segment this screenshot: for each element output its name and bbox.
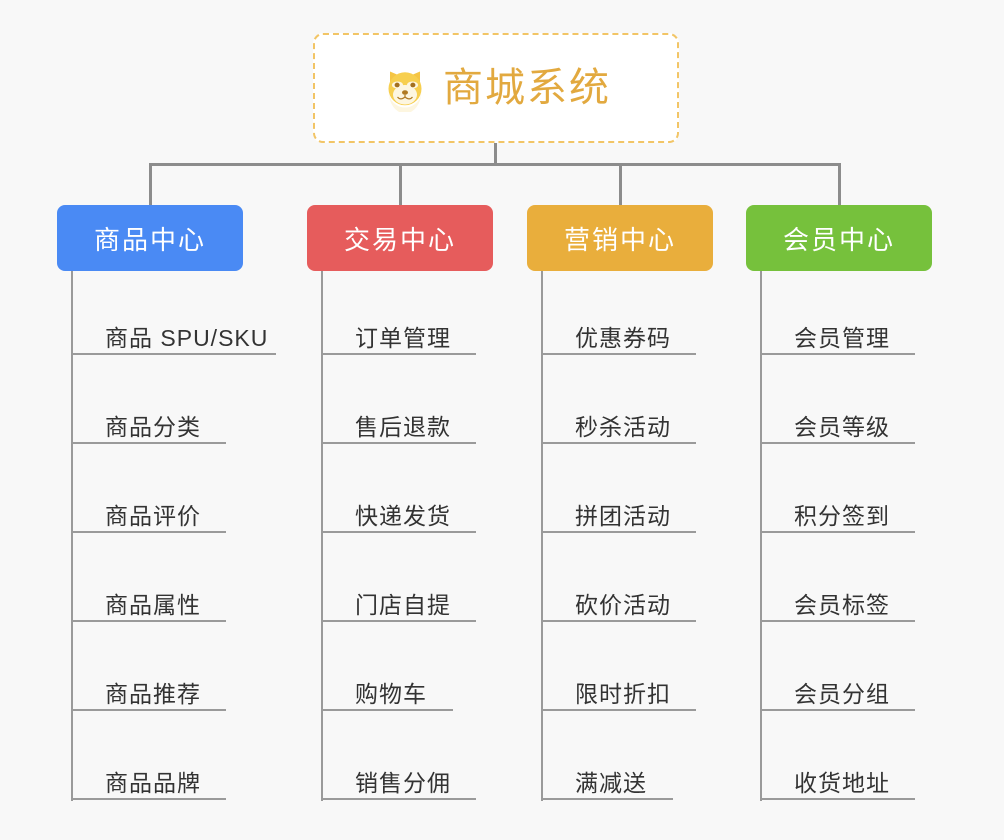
root-node[interactable]: 商城系统 — [313, 33, 679, 143]
leaf-item[interactable]: 优惠券码 — [541, 311, 696, 355]
leaf-item[interactable]: 售后退款 — [321, 400, 476, 444]
leaf-label: 商品推荐 — [105, 680, 201, 707]
branch-trunk-4 — [760, 271, 762, 801]
branch-node-3[interactable]: 营销中心 — [527, 205, 713, 271]
leaf-label: 商品属性 — [105, 591, 201, 618]
leaf-item[interactable]: 会员等级 — [760, 400, 915, 444]
leaf-label: 优惠券码 — [575, 324, 671, 351]
leaf-label: 限时折扣 — [575, 680, 671, 707]
leaf-item[interactable]: 商品推荐 — [71, 667, 226, 711]
leaf-item[interactable]: 砍价活动 — [541, 578, 696, 622]
leaf-label: 满减送 — [575, 769, 647, 796]
branch-trunk-2 — [321, 271, 323, 801]
leaf-label: 快递发货 — [355, 502, 451, 529]
leaf-item[interactable]: 购物车 — [321, 667, 453, 711]
connector-horizontal-bus — [149, 163, 841, 166]
connector-root-stem — [494, 143, 497, 165]
leaf-item[interactable]: 商品品牌 — [71, 756, 226, 800]
leaf-label: 商品分类 — [105, 413, 201, 440]
branch-label: 交易中心 — [343, 224, 456, 255]
leaf-item[interactable]: 满减送 — [541, 756, 673, 800]
leaf-item[interactable]: 门店自提 — [321, 578, 476, 622]
leaf-item[interactable]: 快递发货 — [321, 489, 476, 533]
leaf-label: 积分签到 — [794, 502, 890, 529]
leaf-label: 销售分佣 — [355, 769, 451, 796]
leaf-label: 秒杀活动 — [575, 413, 671, 440]
connector-drop-1 — [149, 163, 152, 206]
leaf-item[interactable]: 积分签到 — [760, 489, 915, 533]
leaf-item[interactable]: 商品分类 — [71, 400, 226, 444]
leaf-label: 拼团活动 — [575, 502, 671, 529]
branch-label: 营销中心 — [563, 224, 676, 255]
branch-label: 商品中心 — [93, 224, 206, 255]
leaf-item[interactable]: 销售分佣 — [321, 756, 476, 800]
connector-drop-2 — [399, 163, 402, 206]
leaf-item[interactable]: 商品属性 — [71, 578, 226, 622]
leaf-item[interactable]: 收货地址 — [760, 756, 915, 800]
leaf-label: 订单管理 — [355, 324, 451, 351]
leaf-label: 收货地址 — [794, 769, 890, 796]
leaf-label: 售后退款 — [355, 413, 451, 440]
leaf-item[interactable]: 商品评价 — [71, 489, 226, 533]
leaf-label: 商品 SPU/SKU — [105, 324, 269, 351]
leaf-label: 会员分组 — [794, 680, 890, 707]
leaf-label: 门店自提 — [355, 591, 451, 618]
leaf-label: 商品评价 — [105, 502, 201, 529]
leaf-label: 会员标签 — [794, 591, 890, 618]
dog-face-icon — [388, 71, 422, 112]
branch-node-2[interactable]: 交易中心 — [307, 205, 493, 271]
branch-node-4[interactable]: 会员中心 — [746, 205, 932, 271]
leaf-item[interactable]: 拼团活动 — [541, 489, 696, 533]
branch-node-1[interactable]: 商品中心 — [57, 205, 243, 271]
root-title: 商城系统 — [443, 66, 611, 110]
connector-drop-3 — [619, 163, 622, 206]
leaf-item[interactable]: 订单管理 — [321, 311, 476, 355]
leaf-label: 会员等级 — [794, 413, 890, 440]
leaf-item[interactable]: 会员标签 — [760, 578, 915, 622]
leaf-label: 砍价活动 — [575, 591, 671, 618]
leaf-label: 购物车 — [355, 680, 427, 707]
branch-trunk-3 — [541, 271, 543, 801]
branch-trunk-1 — [71, 271, 73, 801]
leaf-label: 会员管理 — [794, 324, 890, 351]
leaf-item[interactable]: 秒杀活动 — [541, 400, 696, 444]
branch-label: 会员中心 — [782, 224, 895, 255]
connector-drop-4 — [838, 163, 841, 206]
leaf-item[interactable]: 会员管理 — [760, 311, 915, 355]
leaf-item[interactable]: 会员分组 — [760, 667, 915, 711]
leaf-label: 商品品牌 — [105, 769, 201, 796]
leaf-item[interactable]: 限时折扣 — [541, 667, 696, 711]
leaf-item[interactable]: 商品 SPU/SKU — [71, 311, 276, 355]
